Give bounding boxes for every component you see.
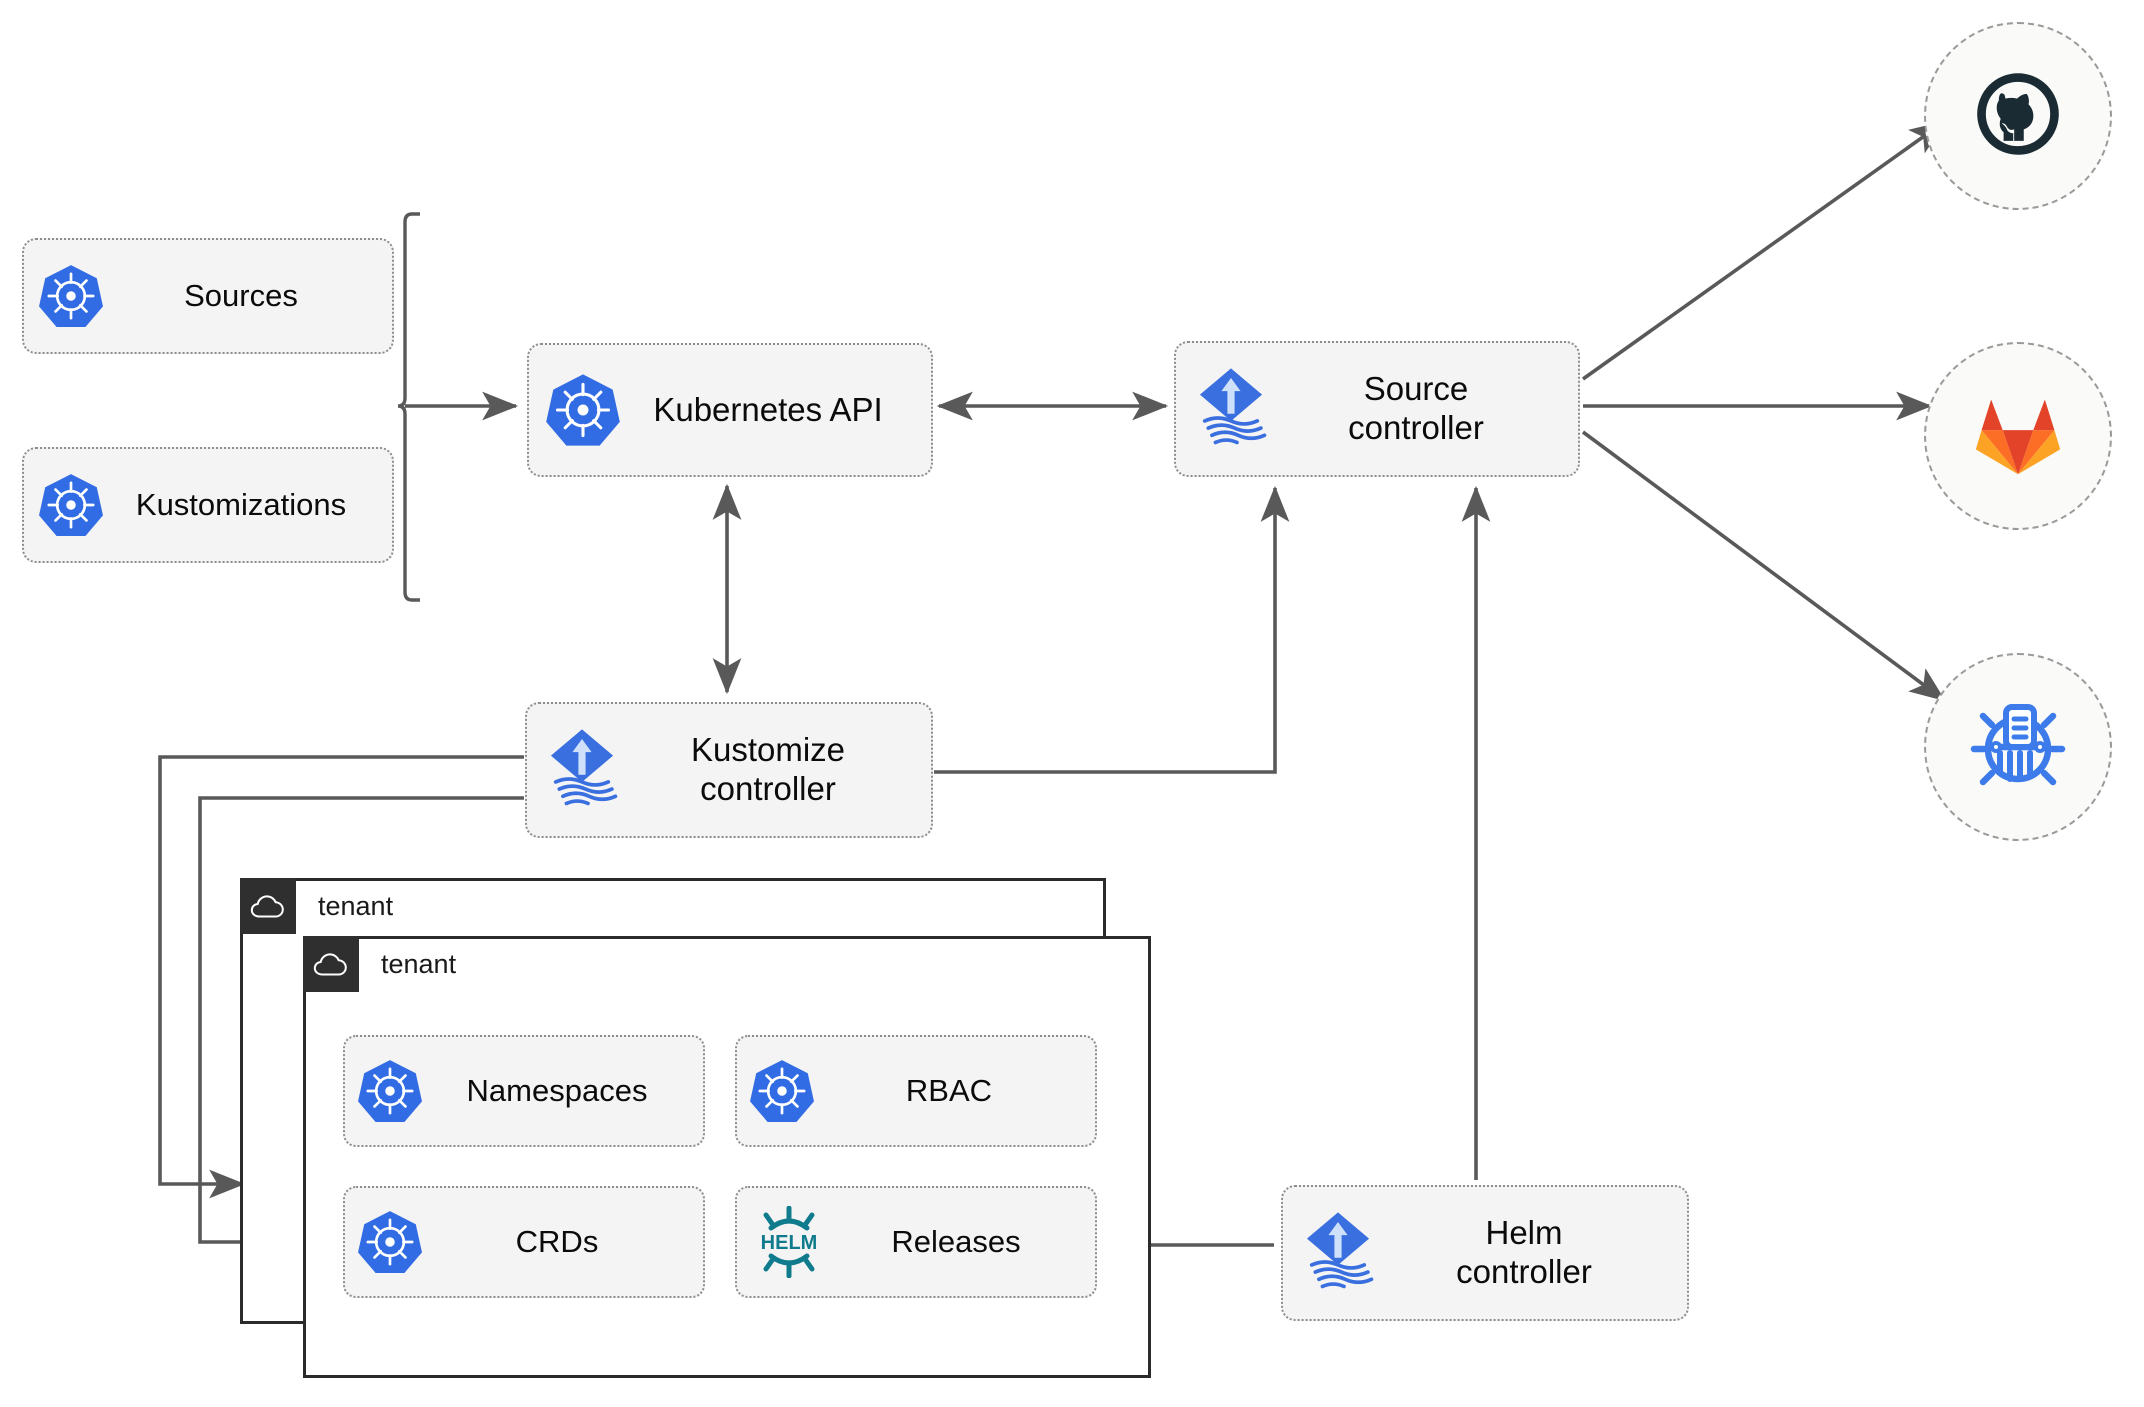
- edge-sourcecontroller-helmrepo: [1581, 430, 1946, 702]
- github-icon: [1970, 66, 2066, 167]
- node-label: Kustomize controller: [690, 731, 846, 807]
- svg-text:HELM: HELM: [761, 1232, 818, 1254]
- tenant-label: tenant: [381, 948, 457, 979]
- kubernetes-icon: [38, 263, 104, 329]
- cloud-icon: [303, 936, 359, 992]
- node-label: Sources: [184, 277, 298, 313]
- node-label: Namespaces: [466, 1072, 648, 1108]
- node-label: Helm controller: [1456, 1214, 1592, 1290]
- external-gitlab[interactable]: [1924, 342, 2112, 530]
- kubernetes-icon: [357, 1209, 423, 1275]
- node-source-controller[interactable]: Source controller: [1174, 341, 1580, 477]
- edge-kustomizecontroller-sourcecontroller: [934, 485, 1290, 774]
- edge-sourcecontroller-github: [1581, 120, 1946, 381]
- helm-icon: HELM: [749, 1206, 829, 1278]
- node-label: Source controller: [1348, 370, 1484, 446]
- kubernetes-icon: [38, 472, 104, 538]
- node-sources[interactable]: Sources: [22, 238, 394, 354]
- cloud-icon: [240, 878, 296, 934]
- node-kustomizations[interactable]: Kustomizations: [22, 447, 394, 563]
- node-kustomize-controller[interactable]: Kustomize controller: [525, 702, 933, 838]
- edge-inputs-brace: [397, 212, 420, 602]
- node-helm-controller[interactable]: Helm controller: [1281, 1185, 1689, 1321]
- kubernetes-icon: [357, 1058, 423, 1124]
- node-releases[interactable]: HELM Releases: [735, 1186, 1097, 1298]
- flux-icon: [543, 727, 621, 813]
- node-label: Kustomizations: [135, 486, 347, 522]
- helm-repository-icon: [1966, 693, 2070, 802]
- tenant-label: tenant: [318, 890, 394, 921]
- node-namespaces[interactable]: Namespaces: [343, 1035, 705, 1147]
- external-helm-repository[interactable]: [1924, 653, 2112, 841]
- flux-icon: [1299, 1210, 1377, 1296]
- node-label: Releases: [891, 1223, 1021, 1259]
- node-rbac[interactable]: RBAC: [735, 1035, 1097, 1147]
- gitlab-icon: [1970, 388, 2066, 485]
- node-label: Kubernetes API: [653, 390, 883, 428]
- node-kubernetes-api[interactable]: Kubernetes API: [527, 343, 933, 477]
- tenant-titlebar: tenant: [240, 878, 393, 934]
- node-crds[interactable]: CRDs: [343, 1186, 705, 1298]
- kubernetes-icon: [749, 1058, 815, 1124]
- flux-icon: [1192, 366, 1270, 452]
- node-label: CRDs: [515, 1223, 599, 1259]
- tenant-titlebar: tenant: [303, 936, 456, 992]
- node-label: RBAC: [905, 1072, 993, 1108]
- tenant-window-front[interactable]: tenant: [303, 936, 1151, 1378]
- kubernetes-icon: [545, 372, 621, 448]
- external-github[interactable]: [1924, 22, 2112, 210]
